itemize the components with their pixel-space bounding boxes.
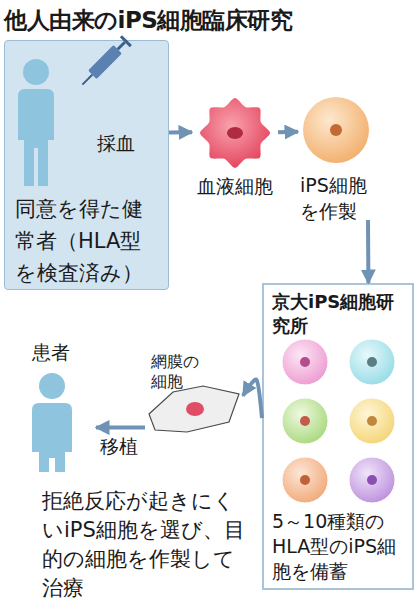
flow-arrow — [366, 220, 370, 283]
lab-text: 5～10種類のHLA型のiPS細胞を備蓄 — [272, 509, 397, 584]
note-text: 拒絶反応が起きにくいiPS細胞を選び、目的の細胞を作製して治療 — [42, 487, 247, 600]
patient-body — [32, 403, 72, 472]
nucleus — [367, 357, 377, 367]
ips-stock — [282, 339, 395, 503]
nucleus — [367, 475, 377, 485]
nucleus — [227, 127, 243, 139]
flow-arrow — [96, 426, 145, 430]
nucleus — [300, 416, 310, 426]
donor-text: 同意を得た健常者（HLA型を検査済み） — [15, 193, 155, 289]
cell-label: iPS細胞を作製 — [300, 172, 382, 224]
ips-cell-yellow — [349, 398, 395, 444]
nucleus — [367, 416, 377, 426]
blood-cell-shape — [195, 96, 275, 170]
nucleus — [300, 357, 310, 367]
nucleus — [186, 402, 204, 416]
patient-head — [39, 373, 65, 399]
ips-cell-purple — [349, 457, 395, 503]
donor-box: 採血同意を得た健常者（HLA型を検査済み） — [4, 40, 169, 290]
lab-heading: 京大iPS細胞研究所 — [272, 290, 408, 338]
ips-cell-cyan — [349, 339, 395, 385]
donor-figure — [18, 59, 54, 186]
syringe-barrel — [88, 45, 122, 79]
nucleus — [330, 124, 342, 136]
syringe-plunger — [118, 42, 125, 49]
ips-cell-green — [282, 398, 328, 444]
cell-label: 血液細胞 — [192, 174, 278, 199]
title: 他人由来のiPS細胞臨床研究 — [4, 5, 292, 36]
ips-cell: iPS細胞を作製 — [298, 92, 398, 220]
ips-cell-orange — [282, 457, 328, 503]
ips-cell-outline — [303, 97, 369, 163]
syringe-needle — [82, 75, 92, 85]
lab-box: 京大iPS細胞研究所 5～10種類のHLA型のiPS細胞を備蓄 — [262, 283, 414, 590]
ips-cell-shape — [298, 92, 378, 168]
flow-arrow — [243, 379, 262, 418]
cell-label: 網膜の細胞 — [151, 352, 207, 392]
flow-arrow — [169, 130, 192, 134]
nucleus — [300, 475, 310, 485]
patient-figure — [32, 373, 72, 472]
blood-cell-outline — [200, 98, 270, 168]
flow-arrow — [278, 130, 298, 135]
blood-cell: 血液細胞 — [192, 96, 278, 206]
retina-cell-outline — [149, 386, 239, 432]
action-label: 採血 — [97, 131, 135, 156]
retina-cell: 網膜の細胞 — [145, 352, 243, 436]
edge-label: 移植 — [100, 434, 138, 460]
donor-head — [23, 59, 49, 85]
ips-cell-pink — [282, 339, 328, 385]
patient-label: 患者 — [32, 340, 70, 365]
syringe-symbol — [77, 35, 131, 89]
ips-nuclei — [300, 357, 377, 485]
donor-body — [18, 89, 54, 186]
syringe-cap — [120, 35, 132, 47]
patient: 患者 — [8, 338, 96, 478]
